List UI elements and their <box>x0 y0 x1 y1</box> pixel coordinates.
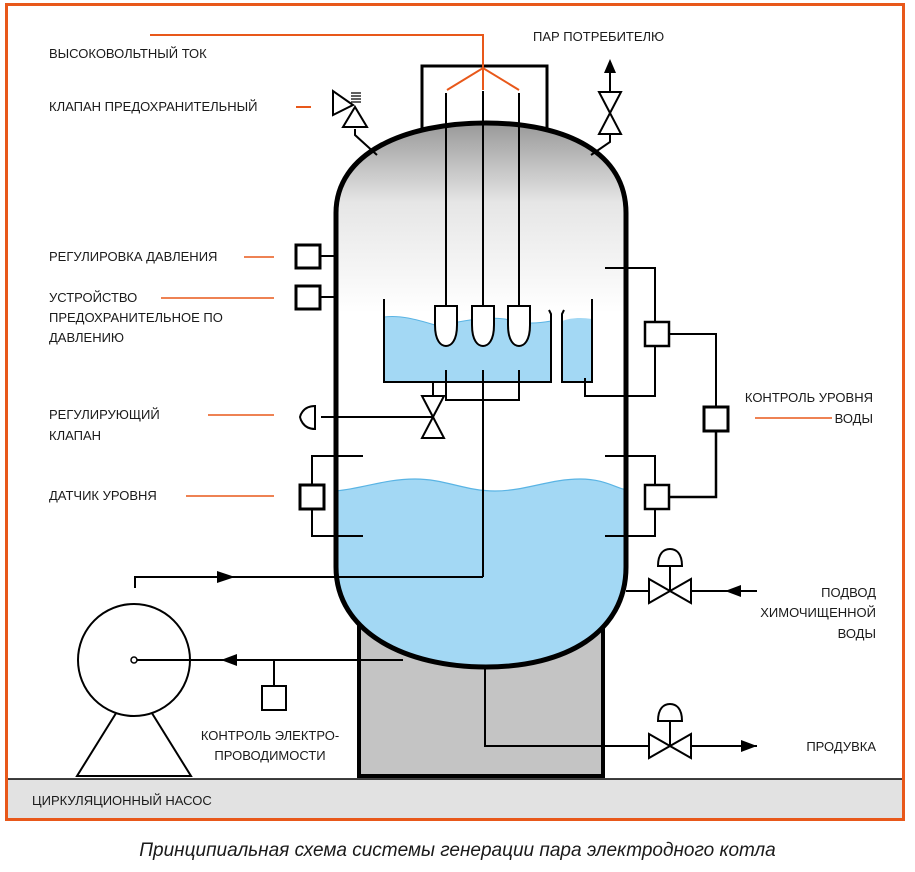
safety-valve-icon <box>341 105 369 128</box>
label-water-level-control-2: ВОДЫ <box>835 411 873 426</box>
electrode <box>507 305 531 348</box>
water-body <box>336 479 626 667</box>
pressure-controller <box>294 243 322 270</box>
figure-caption: Принципиальная схема системы генерации п… <box>139 840 776 861</box>
level-tap-upper <box>584 267 656 397</box>
pressure-safety-device <box>294 284 322 311</box>
label-pressure-safety-2: ПРЕДОХРАНИТЕЛЬНОЕ ПО <box>49 310 223 325</box>
label-high-voltage: ВЫСОКОВОЛЬТНЫЙ ТОК <box>49 46 207 61</box>
base-strip <box>5 779 905 821</box>
steam-space <box>336 123 626 313</box>
label-conductivity-2: ПРОВОДИМОСТИ <box>214 748 325 763</box>
electrode <box>434 305 458 348</box>
level-sensor <box>298 483 326 511</box>
blowdown-valve-actuator-icon <box>656 702 684 722</box>
spring-icon <box>351 92 361 103</box>
lower-level-switch <box>643 483 671 511</box>
pump-inlet <box>130 656 138 664</box>
label-level-sensor: ДАТЧИК УРОВНЯ <box>49 488 157 503</box>
label-pressure-safety-3: ДАВЛЕНИЮ <box>49 330 124 345</box>
label-control-valve-2: КЛАПАН <box>49 428 101 443</box>
pump-base <box>75 709 193 777</box>
pump-discharge-line <box>134 576 483 588</box>
label-treated-water-2: ХИМОЧИЩЕННОЙ <box>760 605 876 620</box>
label-treated-water-1: ПОДВОД <box>821 585 876 600</box>
steam-outlet-pipe <box>590 134 611 156</box>
conductivity-sensor <box>261 685 287 711</box>
label-blowdown: ПРОДУВКА <box>806 739 876 754</box>
steam-out-arrow <box>604 59 616 73</box>
level-signal-line-upper <box>669 333 717 409</box>
overflow-compartment-water <box>562 317 592 382</box>
safety-valve-pipe <box>354 129 378 156</box>
label-conductivity-1: КОНТРОЛЬ ЭЛЕКТРО- <box>201 728 339 743</box>
overflow-compartment <box>561 299 593 383</box>
level-signal-line-lower <box>669 431 718 499</box>
safety-valve-outlet <box>332 89 355 117</box>
blowdown-pipe <box>484 665 649 747</box>
terminal-box <box>420 64 549 130</box>
boiler-vessel <box>333 120 629 670</box>
water-level-controller <box>702 405 730 433</box>
feed-in-arrow <box>725 585 741 597</box>
flow-arrow-right <box>217 571 235 583</box>
steam-outlet-valve <box>597 91 623 135</box>
control-valve-actuator-icon <box>298 404 316 431</box>
label-pressure-control: РЕГУЛИРОВКА ДАВЛЕНИЯ <box>49 249 217 264</box>
boiler-diagram: ВЫСОКОВОЛЬТНЫЙ ТОК КЛАПАН ПРЕДОХРАНИТЕЛЬ… <box>5 3 905 821</box>
electrode-tray <box>383 299 552 383</box>
blowdown-out-arrow <box>741 740 757 752</box>
label-steam-out: ПАР ПОТРЕБИТЕЛЮ <box>533 29 664 44</box>
electrode <box>471 305 495 348</box>
label-treated-water-3: ВОДЫ <box>838 626 876 641</box>
water-surface-wave <box>336 478 626 492</box>
upper-level-switch <box>643 320 671 348</box>
label-safety-valve: КЛАПАН ПРЕДОХРАНИТЕЛЬНЫЙ <box>49 99 257 114</box>
feed-valve-actuator-icon <box>656 547 684 567</box>
high-voltage-leader <box>150 34 484 68</box>
diagram-frame <box>5 3 905 821</box>
label-water-level-control-1: КОНТРОЛЬ УРОВНЯ <box>745 390 873 405</box>
label-control-valve-1: РЕГУЛИРУЮЩИЙ <box>49 407 160 422</box>
flow-arrow-left <box>221 654 237 666</box>
label-circulation-pump: ЦИРКУЛЯЦИОННЫЙ НАСОС <box>32 793 212 808</box>
label-pressure-safety-1: УСТРОЙСТВО <box>49 290 137 305</box>
